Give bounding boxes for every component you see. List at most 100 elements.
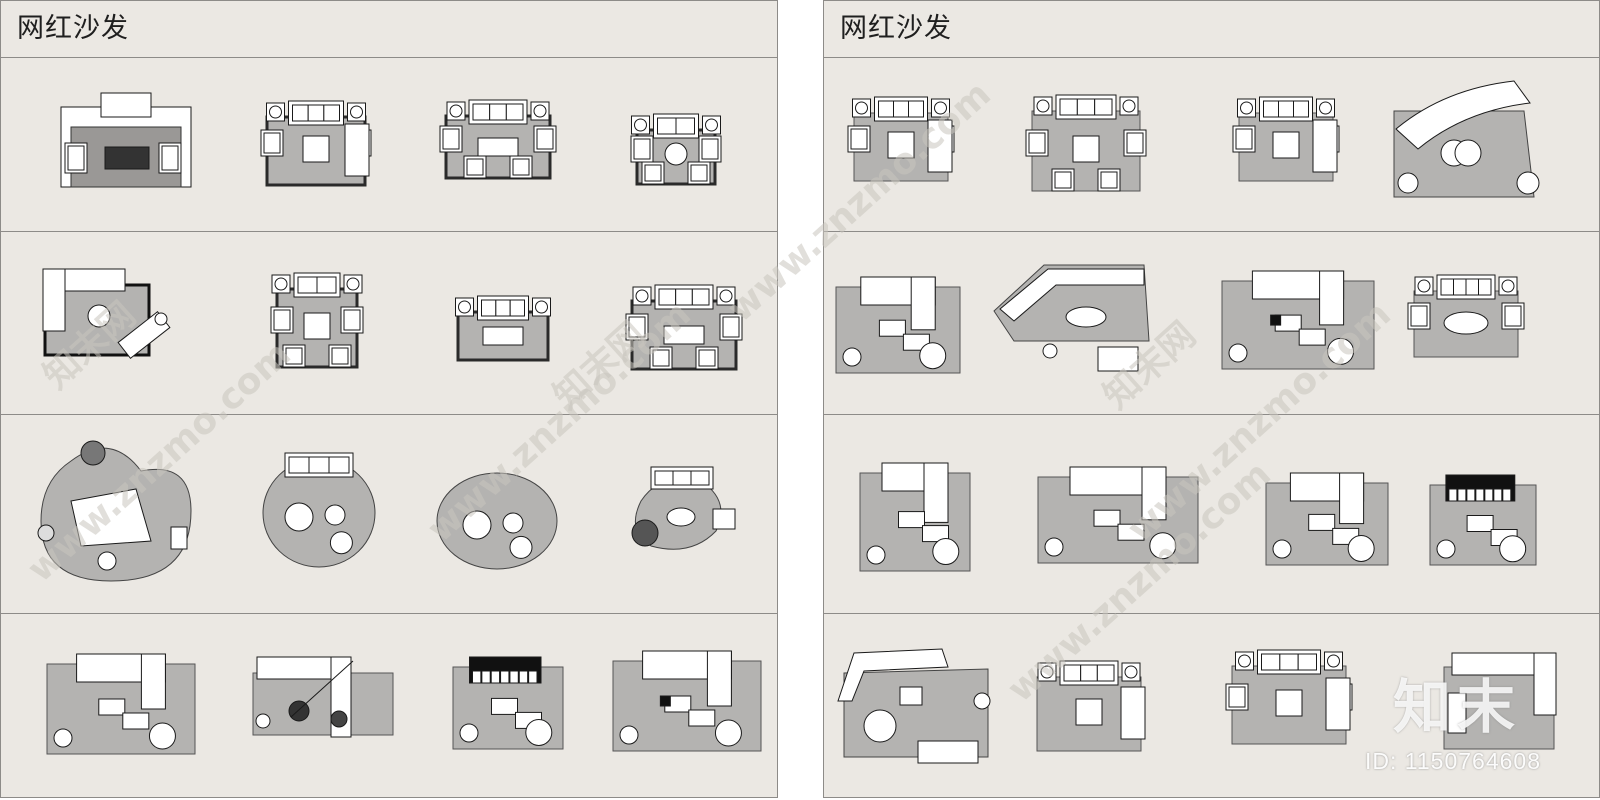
lamp: [934, 101, 947, 115]
floor-plan: [847, 96, 955, 182]
side-chair: [170, 526, 188, 550]
sofa-cushion: [691, 288, 710, 306]
side-table: [842, 347, 862, 367]
sofa-cushion: [1263, 100, 1279, 118]
sofa-cushion: [1475, 488, 1485, 502]
sectional-sofa: [140, 653, 166, 710]
panel-title-right: 网红沙发: [840, 13, 952, 44]
sofa: [927, 119, 953, 173]
image-id-label: ID: 1150764608: [1365, 748, 1541, 774]
floor-plan: [439, 99, 557, 180]
armchair-seat: [1504, 305, 1522, 327]
sofa-cushion: [500, 670, 510, 684]
floor-plan: [37, 440, 192, 582]
coffee-table: [688, 709, 716, 727]
sofa-cushion: [1466, 488, 1476, 502]
plans-left: [37, 92, 762, 755]
armchair-seat: [690, 164, 708, 182]
coffee-table: [462, 510, 492, 540]
lamp: [1240, 101, 1253, 115]
coffee-table: [1072, 135, 1100, 163]
coffee-table: [664, 142, 688, 166]
lamp: [1036, 99, 1050, 113]
znzmo-logo: 知末: [1393, 673, 1522, 741]
lounge-chair: [148, 722, 176, 750]
sofa-cushion: [288, 456, 310, 474]
floor-plan: [1393, 80, 1540, 198]
lounge-chair: [509, 535, 533, 559]
armchair-seat: [1235, 128, 1253, 150]
lounge-chair: [1499, 535, 1527, 563]
rug: [252, 672, 394, 736]
coffee-table: [1443, 311, 1489, 335]
lamp: [535, 300, 548, 314]
coffee-table: [104, 146, 150, 170]
lamp: [1327, 654, 1340, 668]
lamp: [1319, 101, 1332, 115]
sofa-cushion: [316, 276, 337, 294]
sofa-cushion: [1059, 98, 1078, 116]
sofa-cushion: [657, 117, 677, 135]
lamp: [1124, 665, 1138, 679]
sofa-cushion: [292, 104, 309, 122]
side-table: [1228, 343, 1248, 363]
lounge-chair: [1149, 532, 1177, 560]
row-divider: [1, 57, 777, 58]
sofa: [1120, 686, 1146, 740]
armchair-seat: [628, 316, 646, 338]
side-table: [502, 512, 524, 534]
sofa-cushion: [509, 299, 525, 317]
floor-plan: [859, 462, 971, 572]
lamp: [634, 118, 647, 132]
armchair-seat: [285, 347, 303, 365]
row-divider: [824, 613, 1599, 614]
side-table: [97, 551, 117, 571]
sofa: [1312, 119, 1338, 173]
bench: [917, 740, 979, 764]
floor-plan: [436, 472, 558, 570]
sofa-cushion: [481, 299, 497, 317]
bench: [1447, 692, 1467, 734]
coffee-table: [482, 326, 524, 346]
floor-plan: [837, 648, 991, 764]
lounge-chair: [714, 719, 742, 747]
sofa-cushion: [472, 103, 491, 121]
floor-plan: [1025, 94, 1147, 192]
sofa-cushion: [1493, 488, 1503, 502]
ottoman: [255, 713, 271, 729]
sofa-cushion: [1478, 278, 1492, 296]
lounge-chair: [525, 718, 553, 746]
sofa-cushion: [1293, 100, 1309, 118]
side-table: [899, 686, 923, 706]
armchair-seat: [466, 158, 484, 176]
side-table: [1044, 537, 1064, 557]
armchair-seat: [331, 347, 349, 365]
sofa-cushion: [1261, 653, 1281, 671]
sofa-cushion: [472, 670, 482, 684]
sofa-cushion: [308, 456, 330, 474]
sofa-cushion: [1453, 278, 1467, 296]
coffee-table: [477, 137, 519, 157]
lounge-chair: [1516, 171, 1540, 195]
coffee-table: [70, 488, 152, 547]
armchair-seat: [1054, 171, 1072, 189]
sofa-cushion: [1080, 664, 1098, 682]
floor-plan: [1036, 660, 1146, 752]
armchair-seat: [263, 132, 281, 154]
lamp: [719, 289, 733, 303]
armchair-seat: [1028, 132, 1046, 154]
sofa-cushion: [672, 470, 692, 486]
floor-plan: [625, 284, 743, 371]
curved-sofa: [1395, 80, 1531, 150]
sofa-cushion: [509, 670, 519, 684]
accent-block: [659, 695, 671, 707]
floor-plan: [1232, 96, 1340, 182]
sectional-sofa: [42, 268, 66, 332]
armchair-seat: [644, 164, 662, 182]
sofa-cushion: [690, 470, 710, 486]
floor-plan: [455, 295, 551, 362]
sofa-cushion: [495, 299, 511, 317]
lamp: [705, 118, 718, 132]
sofa-cushion: [654, 470, 674, 486]
side-table: [154, 312, 168, 326]
